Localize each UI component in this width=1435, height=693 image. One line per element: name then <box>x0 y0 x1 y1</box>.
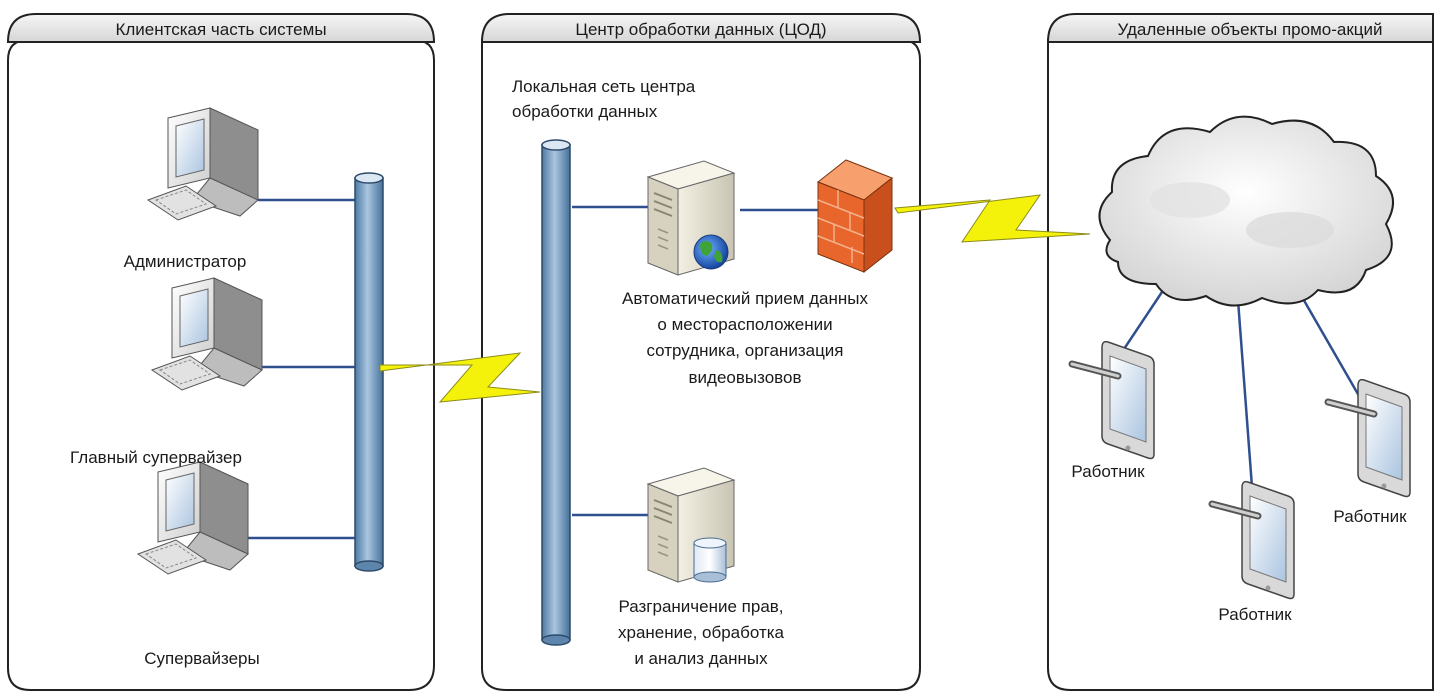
wireless-link-client-dc <box>379 352 541 403</box>
datacenter-panel-title: Центр обработки данных (ЦОД) <box>575 20 826 39</box>
globe-icon <box>693 234 729 270</box>
wireless-link-dc-cloud <box>894 194 1091 243</box>
data-server-desc-line-2: хранение, обработка <box>618 623 785 642</box>
chief-supervisor-label: Главный супервайзер <box>70 448 242 467</box>
data-server-desc-line-3: и анализ данных <box>634 649 768 668</box>
datacenter-lan-pipe <box>541 139 571 646</box>
remote-panel-title: Удаленные объекты промо-акций <box>1118 20 1383 39</box>
client-lan-pipe <box>354 172 384 572</box>
worker-label-2: Работник <box>1218 605 1292 624</box>
location-server-desc-line-2: о месторасположении <box>657 315 832 334</box>
cloud-icon <box>1098 115 1395 307</box>
lan-label-line-2: обработки данных <box>512 102 658 121</box>
location-server-desc-line-1: Автоматический прием данных <box>622 289 868 308</box>
client-panel-title: Клиентская часть системы <box>115 20 326 39</box>
datacenter-panel <box>480 13 922 691</box>
location-server-desc-line-3: сотрудника, организация <box>646 341 843 360</box>
supervisors-label: Супервайзеры <box>144 649 259 668</box>
worker-label-3: Работник <box>1333 507 1407 526</box>
database-icon <box>693 537 727 583</box>
location-server-desc-line-4: видеовызовов <box>689 368 802 387</box>
lan-label-line-1: Локальная сеть центра <box>512 77 696 96</box>
firewall-icon <box>817 159 893 274</box>
data-server-desc-line-1: Разграничение прав, <box>618 597 783 616</box>
admin-label: Администратор <box>124 252 247 271</box>
worker-label-1: Работник <box>1071 462 1145 481</box>
